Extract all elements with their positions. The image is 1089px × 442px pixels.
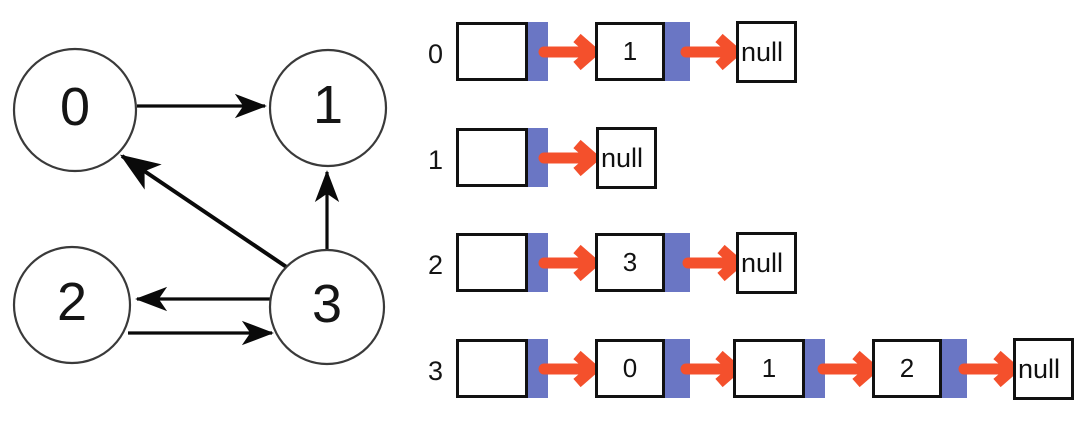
graph-node-0[interactable] <box>12 47 138 173</box>
list-value-cell[interactable]: 1 <box>733 339 805 398</box>
row-index-label-3: 3 <box>428 356 444 386</box>
list-head-cell-0[interactable] <box>456 22 528 81</box>
pointer-field[interactable] <box>528 22 548 81</box>
list-value-cell[interactable]: 2 <box>872 339 942 398</box>
pointer-field[interactable] <box>805 339 825 398</box>
pointer-field[interactable] <box>528 339 548 398</box>
row-index-label-0: 0 <box>428 39 444 69</box>
arrow-icon <box>680 33 744 71</box>
arrow-icon <box>538 33 602 71</box>
list-null-cell: null <box>736 232 797 294</box>
list-head-cell-3[interactable] <box>456 339 528 398</box>
graph-svg <box>12 47 388 366</box>
list-null-cell: null <box>1013 338 1074 400</box>
arrow-icon <box>538 139 602 177</box>
list-null-cell: null <box>736 21 797 83</box>
arrow-icon <box>538 350 602 388</box>
edge-3-to-0 <box>120 154 290 270</box>
graph-node-label-2: 2 <box>56 272 88 332</box>
graph-node-2[interactable] <box>12 245 132 365</box>
pointer-field[interactable] <box>528 128 548 187</box>
graph-nodes <box>12 47 388 366</box>
list-null-cell: null <box>596 127 657 189</box>
adjacency-lists-panel: 0 1 null 1 null <box>420 0 1089 442</box>
graph-node-label-0: 0 <box>59 77 91 137</box>
list-head-cell-1[interactable] <box>456 128 528 187</box>
list-value-cell[interactable]: 1 <box>595 22 665 81</box>
graph-node-3[interactable] <box>268 248 386 366</box>
graph-edges <box>120 93 340 346</box>
list-value-cell[interactable]: 3 <box>595 233 665 292</box>
row-index-label-2: 2 <box>428 250 444 280</box>
graph-node-1[interactable] <box>268 48 388 168</box>
pointer-field[interactable] <box>528 233 548 292</box>
list-head-cell-2[interactable] <box>456 233 528 292</box>
arrow-icon <box>538 244 602 282</box>
directed-graph-panel: 0 1 2 3 <box>0 0 420 442</box>
graph-node-label-3: 3 <box>311 274 343 334</box>
list-value-cell[interactable]: 0 <box>595 339 665 398</box>
graph-node-label-1: 1 <box>312 75 344 135</box>
row-index-label-1: 1 <box>428 145 444 175</box>
